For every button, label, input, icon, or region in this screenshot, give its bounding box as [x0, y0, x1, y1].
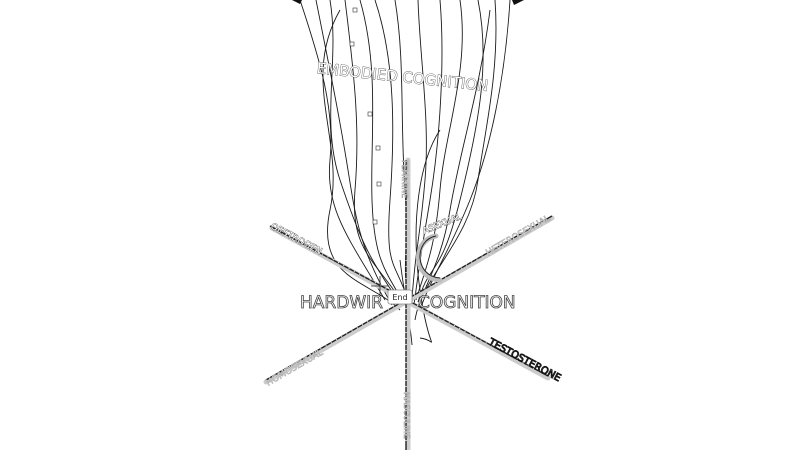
label-testosterone: TESTOSTERONE [486, 336, 563, 384]
asexual-arc-core [419, 235, 441, 279]
label-oestrogen: OESTROGEN [269, 222, 324, 257]
end-button[interactable]: End [387, 289, 413, 305]
label-vertical-top: FEMININE [400, 160, 409, 198]
label-homosexual: HOMOSEXUAL [265, 348, 325, 389]
axis-vertical [405, 157, 411, 450]
hub-crosshair [371, 276, 389, 296]
progress-markers [349, 7, 382, 225]
title-embodied-cognition: EMBODIED COGNITION [316, 59, 489, 95]
top-cap-left [292, 0, 302, 4]
top-cap-right [512, 0, 524, 5]
label-vertical-bottom: MASCULINE [402, 392, 411, 439]
title-cognition-right: COGNITION [418, 293, 516, 313]
title-hardwired-left: HARDWIR [300, 293, 383, 313]
label-heterosexual: HETEROSEXUAL [485, 214, 553, 259]
end-button-label: End [392, 293, 407, 302]
